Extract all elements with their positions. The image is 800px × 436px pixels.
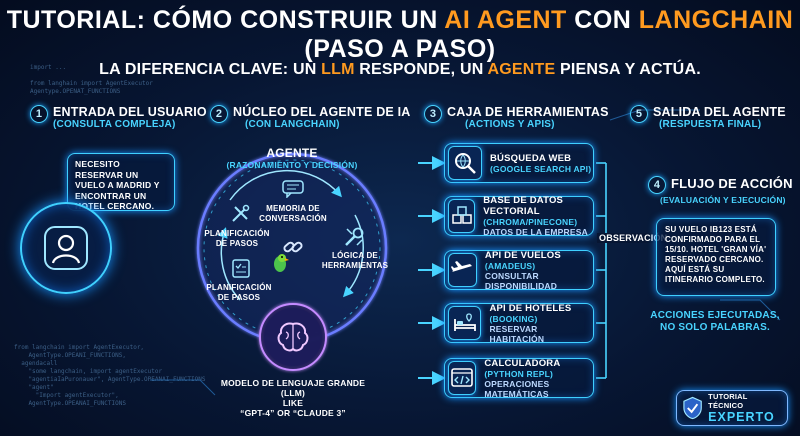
step-subtitle: (CONSULTA COMPLEJA) <box>53 119 176 130</box>
final-answer-text: SU VUELO IB123 ESTÁ CONFIRMADO PARA EL 1… <box>665 225 767 284</box>
step-number: 4 <box>648 176 666 194</box>
step-number: 1 <box>30 105 48 123</box>
tool-calculator: CALCULADORA(PYTHON REPL)OPERACIONES MATE… <box>444 358 594 399</box>
search-icon <box>448 146 482 180</box>
step-title: CAJA DE HERRAMIENTAS <box>447 105 609 119</box>
step-title: SALIDA DEL AGENTE <box>653 105 786 119</box>
step-subtitle: (ACTIONS Y APIS) <box>465 119 555 130</box>
brain-icon <box>274 318 312 360</box>
checklist-icon <box>232 258 250 282</box>
step-1-header: 1 ENTRADA DEL USUARIO(CONSULTA COMPLEJA) <box>30 105 207 130</box>
step-number: 2 <box>210 105 228 123</box>
step-4-header: 4 FLUJO DE ACCIÓN <box>648 176 793 194</box>
step-subtitle: (CON LANGCHAIN) <box>245 119 340 130</box>
tool-web-search: BÚSQUEDA WEB(GOOGLE SEARCH API) <box>444 143 594 183</box>
flow-title: FLUJO DE ACCIÓN <box>671 176 793 191</box>
code-snippet-top: import ... from langhain import AgentExe… <box>30 64 153 95</box>
parrot-icon <box>270 252 290 278</box>
page-title: TUTORIAL: CÓMO CONSTRUIR UN AI AGENT CON… <box>6 6 794 63</box>
step-5-header: 5 SALIDA DEL AGENTE(RESPUESTA FINAL) <box>630 105 786 130</box>
bed-icon <box>448 306 482 340</box>
user-icon <box>44 226 88 270</box>
tool-logic-label: LÓGICA DE HERRAMIENTAS <box>321 251 389 270</box>
planning-label-1: PLANIFICACIÓN DE PASOS <box>204 229 270 248</box>
step-number: 5 <box>630 105 648 123</box>
tools-cross-icon <box>230 204 250 228</box>
step-subtitle: (RESPUESTA FINAL) <box>659 119 762 130</box>
step-title: NÚCLEO DEL AGENTE DE IA <box>233 105 411 119</box>
agent-title: AGENTE <box>266 146 318 160</box>
shield-check-icon <box>683 396 702 420</box>
code-window-icon <box>448 361 477 395</box>
step-2-header: 2 NÚCLEO DEL AGENTE DE IA(CON LANGCHAIN) <box>210 105 411 130</box>
planning-label-2: PLANIFICACIÓN DE PASOS <box>206 283 272 302</box>
tagline: ACCIONES EJECUTADAS, NO SOLO PALABRAS. <box>650 310 780 333</box>
step-title: ENTRADA DEL USUARIO <box>53 105 207 119</box>
user-query-text: NECESITO RESERVAR UN VUELO A MADRID Y EN… <box>75 159 160 211</box>
page-subtitle: LA DIFERENCIA CLAVE: UN LLM RESPONDE, UN… <box>99 61 701 78</box>
wrench-icon <box>343 226 365 252</box>
memory-label: MEMORIA DE CONVERSACIÓN <box>259 204 327 223</box>
user-avatar <box>20 202 112 294</box>
user-query-bubble: NECESITO RESERVAR UN VUELO A MADRID Y EN… <box>67 153 175 211</box>
tool-flights-api: API DE VUELOS(AMADEUS)CONSULTAR DISPONIB… <box>444 250 594 291</box>
cubes-icon <box>448 199 476 233</box>
llm-label: MODELO DE LENGUAJE GRANDE (LLM) LIKE “GP… <box>220 378 366 418</box>
observation-label: OBSERVACIÓN <box>597 233 670 243</box>
step-number: 3 <box>424 105 442 123</box>
plane-icon <box>448 253 477 287</box>
tool-vector-db: BASE DE DATOS VECTORIAL(CHROMA/PINECONE)… <box>444 195 594 237</box>
step-3-header: 3 CAJA DE HERRAMIENTAS(ACTIONS Y APIS) <box>424 105 609 130</box>
agent-subtitle: (RAZONAMIENTO Y DECISIÓN) <box>226 160 358 170</box>
final-answer-bubble: SU VUELO IB123 ESTÁ CONFIRMADO PARA EL 1… <box>656 218 776 296</box>
chat-icon <box>282 180 304 202</box>
chain-link-icon <box>282 236 304 262</box>
expert-badge: TUTORIAL TÉCNICO EXPERTO <box>676 390 788 426</box>
flow-subtitle: (EVALUACIÓN Y EJECUCIÓN) <box>660 195 786 205</box>
agent-header: AGENTE (RAZONAMIENTO Y DECISIÓN) <box>222 146 362 170</box>
tool-hotels-api: API DE HOTELES(BOOKING)RESERVAR HABITACI… <box>444 303 594 344</box>
